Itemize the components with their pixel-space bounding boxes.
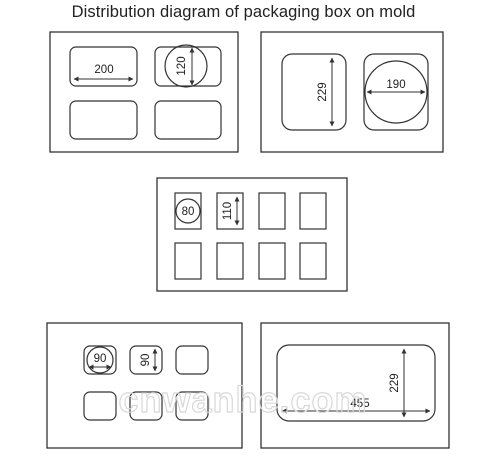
cavity-rect	[175, 345, 209, 375]
cavity-rect	[281, 53, 347, 131]
cavity-rect	[69, 100, 138, 140]
height-dimension-label: 110	[222, 202, 234, 220]
mold-panel-1: 200 120	[49, 31, 239, 153]
diameter-dimension-label: 190	[386, 79, 405, 91]
watermark-text: cnwanhe.com	[118, 379, 367, 420]
cavity-rect	[69, 46, 138, 87]
mold-panel-3: 80 110	[156, 177, 348, 292]
cavity-rect	[216, 242, 244, 280]
diameter-dimension-label: 80	[182, 206, 195, 218]
mold-panel-4: 90 90	[46, 322, 243, 449]
cavity-rect	[129, 391, 163, 421]
width-dimension-label: 455	[350, 398, 369, 410]
cavity-rect	[83, 391, 117, 421]
mold-panel-2: 229 190	[260, 31, 444, 153]
cavity-rect	[299, 242, 327, 280]
height-dimension-label: 90	[140, 354, 152, 367]
cavity-rect	[154, 100, 222, 140]
cavity-circle	[164, 44, 208, 88]
diagram-title: Distribution diagram of packaging box on…	[71, 3, 416, 21]
cavity-rect	[276, 344, 436, 422]
cavity-rect	[258, 242, 286, 280]
height-dimension-label: 229	[389, 373, 401, 392]
diameter-dimension-label: 90	[94, 353, 107, 365]
cavity-circle	[86, 346, 114, 374]
cavity-circle	[364, 60, 428, 124]
mold-panel-5: 455 229	[260, 322, 450, 449]
width-dimension-label: 200	[94, 64, 113, 76]
cavity-rect	[299, 192, 327, 230]
cavity-rect	[175, 391, 209, 421]
cavity-circle	[175, 198, 201, 224]
cavity-rect	[258, 192, 286, 230]
height-dimension-label: 120	[176, 56, 188, 75]
cavity-rect	[174, 242, 202, 280]
height-dimension-label: 229	[317, 82, 329, 101]
